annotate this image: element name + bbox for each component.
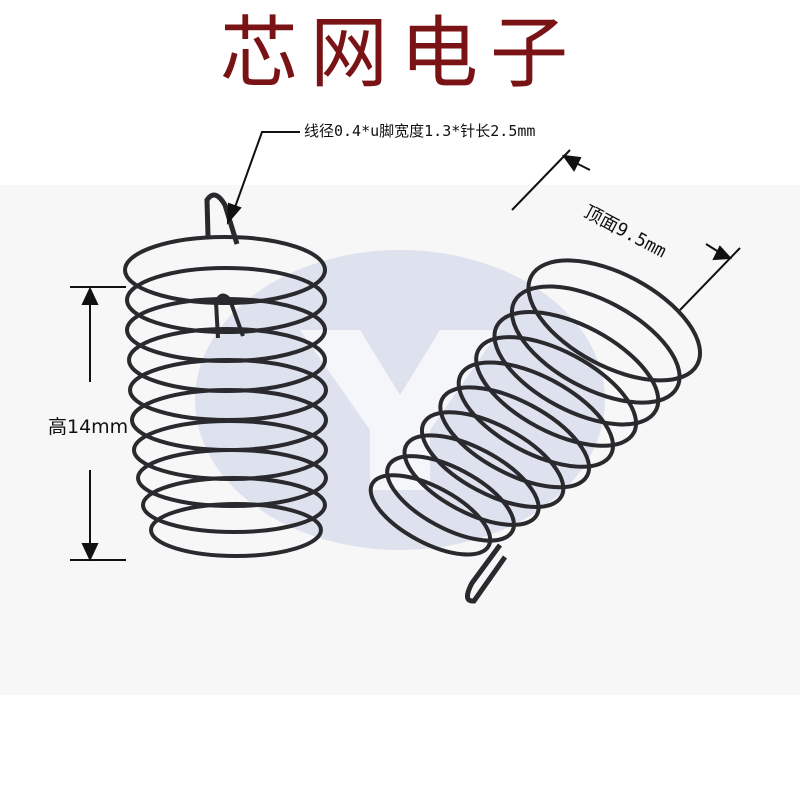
right-spring [368,258,703,557]
left-spring [123,192,328,558]
height-label: 高14mm [48,416,129,438]
brand-logo-watermark [195,250,605,550]
top-diameter-dimension [511,149,741,311]
spec-label: 线径0.4*u脚宽度1.3*针长2.5mm [304,122,536,140]
height-dimension [70,286,126,562]
spec-arrow [226,131,300,225]
spring-pin [465,543,508,604]
page-title: 芯网电子 [219,9,580,99]
